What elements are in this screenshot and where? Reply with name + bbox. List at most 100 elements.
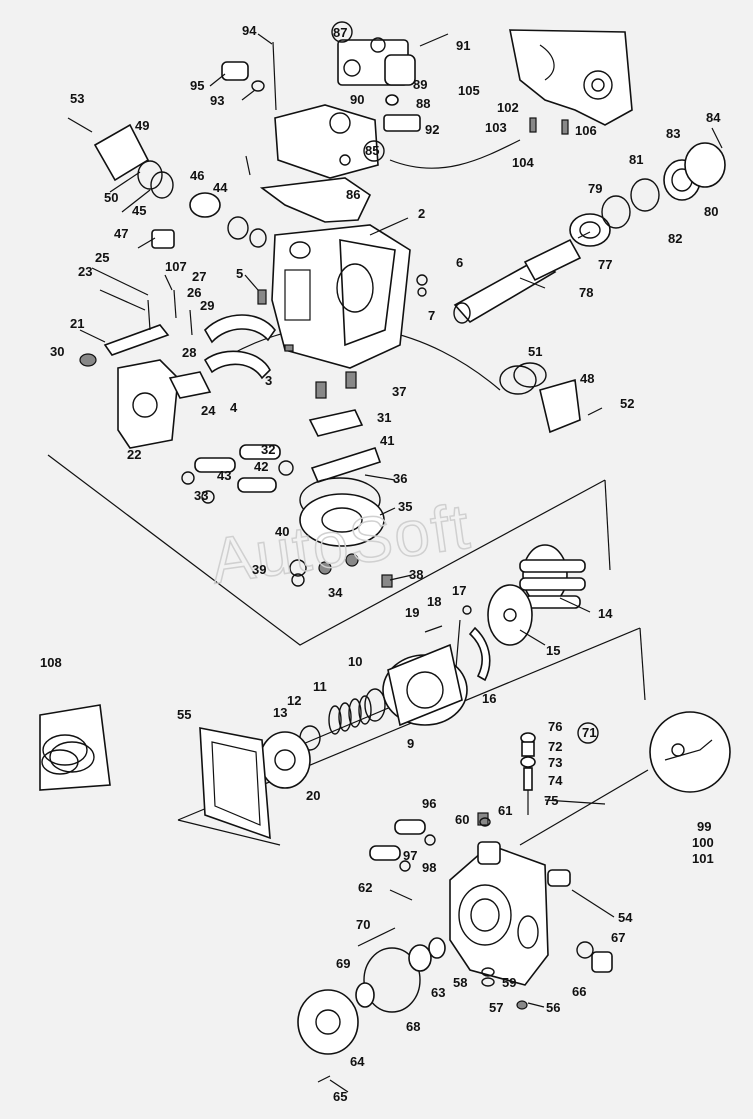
callout-label: 25 <box>95 250 109 265</box>
drive-shaft <box>453 238 582 324</box>
callout-label: 71 <box>582 725 596 740</box>
callout-label: 95 <box>190 78 204 93</box>
callout-label: 92 <box>425 122 439 137</box>
callout-label: 57 <box>489 1000 503 1015</box>
relief-valve-stack <box>520 732 536 815</box>
callout-label: 10 <box>348 654 362 669</box>
callout-label: 37 <box>392 384 406 399</box>
callout-label: 13 <box>273 705 287 720</box>
callout-label: 21 <box>70 316 84 331</box>
callout-label: 17 <box>452 583 466 598</box>
callout-label: 11 <box>313 679 327 694</box>
callout-label: 26 <box>187 285 201 300</box>
pump-housing <box>271 224 411 369</box>
springs <box>194 444 281 493</box>
callout-label: 63 <box>431 985 445 1000</box>
callout-label: 50 <box>104 190 118 205</box>
callout-label: 42 <box>254 459 268 474</box>
callout-label: 30 <box>50 344 64 359</box>
callout-label: 69 <box>336 956 350 971</box>
callout-label: 78 <box>579 285 593 300</box>
callout-label: 33 <box>194 488 208 503</box>
callout-label: 100 <box>692 835 714 850</box>
callout-label: 24 <box>201 403 216 418</box>
callout-label: 49 <box>135 118 149 133</box>
circled-callout-markers <box>331 21 599 744</box>
callout-label: 96 <box>422 796 436 811</box>
cylinder-block <box>382 643 468 727</box>
callout-label: 41 <box>380 433 394 448</box>
seal-kit-bag <box>39 704 111 791</box>
callout-label: 35 <box>398 499 412 514</box>
callout-label: 27 <box>192 269 206 284</box>
callout-label: 6 <box>456 255 463 270</box>
callout-label: 76 <box>548 719 562 734</box>
callout-label: 70 <box>356 917 370 932</box>
callout-label: 44 <box>213 180 228 195</box>
callout-label: 4 <box>230 400 238 415</box>
callout-label: 36 <box>393 471 407 486</box>
pistons <box>519 544 586 609</box>
callout-label: 7 <box>428 308 435 323</box>
callout-label: 48 <box>580 371 594 386</box>
callout-label: 40 <box>275 524 289 539</box>
detail-zoom <box>649 711 731 793</box>
callout-label: 45 <box>132 203 146 218</box>
callout-label: 59 <box>502 975 516 990</box>
callout-label: 3 <box>265 373 272 388</box>
callout-label: 65 <box>333 1089 347 1104</box>
callout-label: 19 <box>405 605 419 620</box>
callout-label: 79 <box>588 181 602 196</box>
callout-label: 77 <box>598 257 612 272</box>
callout-label: 81 <box>629 152 643 167</box>
callout-label: 60 <box>455 812 469 827</box>
callout-label: 12 <box>287 693 301 708</box>
callout-label: 5 <box>236 266 243 281</box>
callout-label: 46 <box>190 168 204 183</box>
callout-label: 91 <box>456 38 470 53</box>
callout-label: 23 <box>78 264 92 279</box>
callout-label: 22 <box>127 447 141 462</box>
callout-label: 32 <box>261 442 275 457</box>
callout-label: 68 <box>406 1019 420 1034</box>
callout-label: 99 <box>697 819 711 834</box>
bracket-block <box>117 359 179 449</box>
callout-label: 97 <box>403 848 417 863</box>
callout-label: 28 <box>182 345 196 360</box>
callout-label: 58 <box>453 975 467 990</box>
callout-label: 51 <box>528 344 542 359</box>
callout-label: 106 <box>575 123 597 138</box>
callout-label: 52 <box>620 396 634 411</box>
callout-labels: 2 3 4 5 6 7 9 10 11 12 13 14 15 16 17 18… <box>40 23 721 1104</box>
servo-piston-left <box>93 123 267 248</box>
callout-label: 89 <box>413 77 427 92</box>
callout-label: 34 <box>328 585 343 600</box>
callout-label: 43 <box>217 468 231 483</box>
callout-label: 105 <box>458 83 480 98</box>
callout-label: 31 <box>377 410 391 425</box>
control-valve-assembly <box>337 37 416 86</box>
regulator-block <box>274 104 379 179</box>
callout-label: 84 <box>706 110 721 125</box>
callout-label: 93 <box>210 93 224 108</box>
cover-plate <box>509 29 633 126</box>
callout-label: 83 <box>666 126 680 141</box>
callout-label: 14 <box>598 606 613 621</box>
callout-label: 62 <box>358 880 372 895</box>
leader-lines <box>79 33 615 1093</box>
callout-label: 101 <box>692 851 714 866</box>
callout-label: 54 <box>618 910 633 925</box>
callout-label: 61 <box>498 803 512 818</box>
callout-label: 47 <box>114 226 128 241</box>
callout-label: 9 <box>407 736 414 751</box>
callout-label: 80 <box>704 204 718 219</box>
callout-label: 108 <box>40 655 62 670</box>
callout-label: 85 <box>365 143 379 158</box>
callout-label: 2 <box>418 206 425 221</box>
callout-label: 90 <box>350 92 364 107</box>
callout-label: 15 <box>546 643 560 658</box>
callout-label: 67 <box>611 930 625 945</box>
callout-label: 55 <box>177 707 191 722</box>
callout-label: 74 <box>548 773 563 788</box>
